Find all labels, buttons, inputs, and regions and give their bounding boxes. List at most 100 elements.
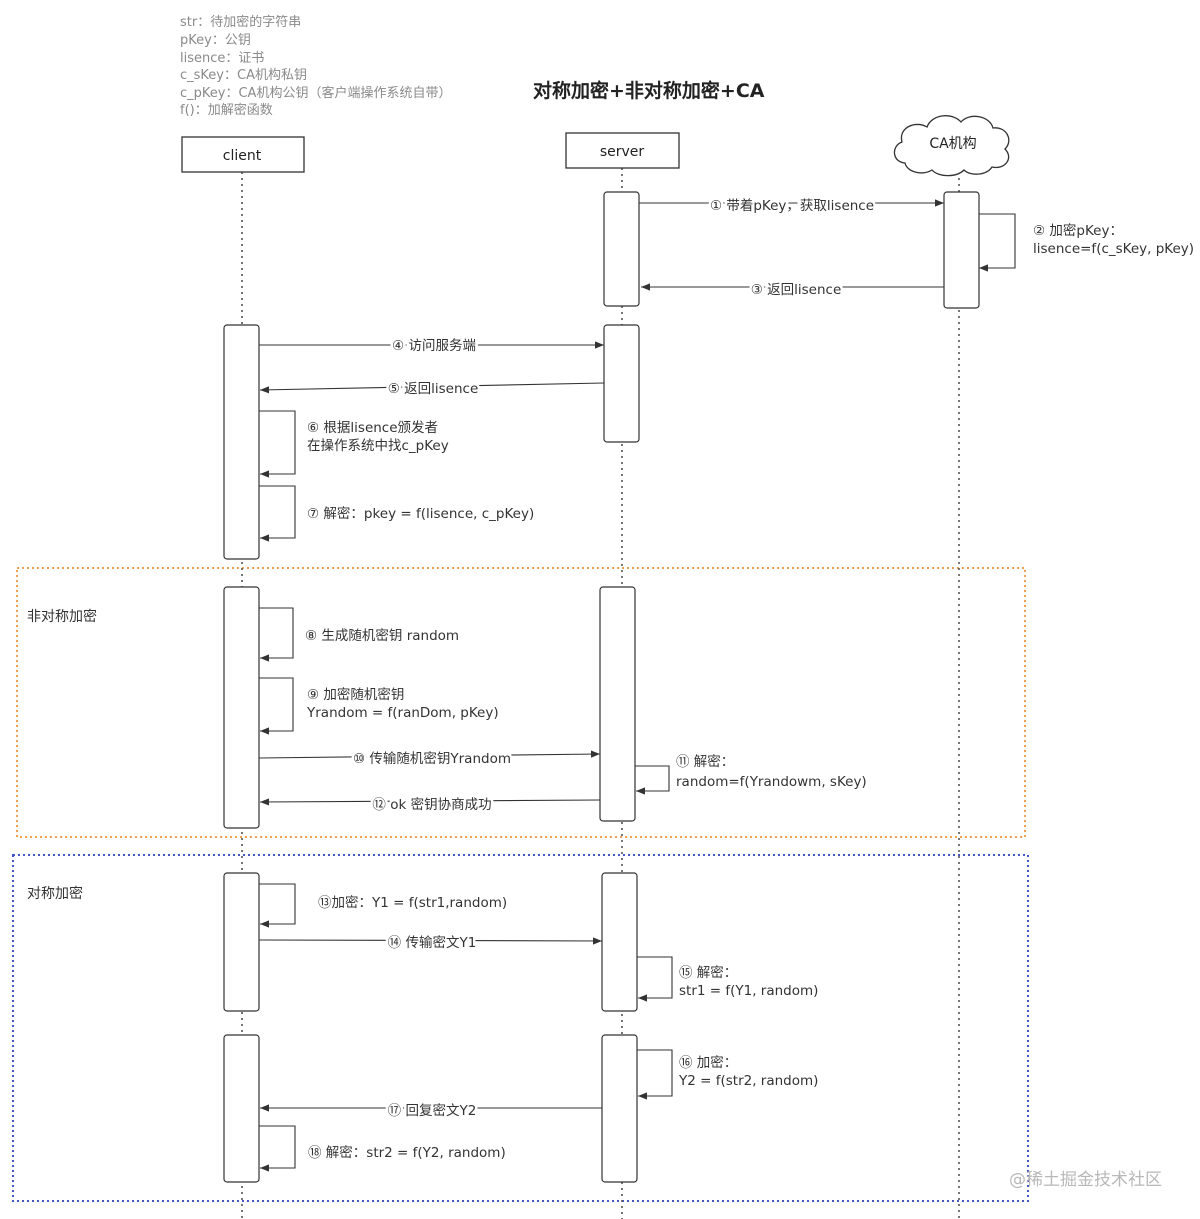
step-13-self-message: ⑬加密：Y1 = f(str1,random) bbox=[259, 883, 507, 928]
step-text: 加密： bbox=[697, 1054, 738, 1071]
step-text: 解密： bbox=[694, 753, 735, 770]
step-number: ⑯ bbox=[679, 1055, 693, 1071]
step-3-message: ③ 返回lisence bbox=[641, 280, 944, 301]
step-15-self-message: ⑮ 解密： str1 = f(Y1, random) bbox=[637, 956, 818, 1002]
svg-text:⑧ 生成随机密钥 random: ⑧ 生成随机密钥 random bbox=[305, 627, 459, 644]
server-activation bbox=[599, 586, 636, 822]
step-text: 解密：pkey = f(lisence, c_pKey) bbox=[323, 505, 534, 522]
step-number: ⑥ bbox=[307, 420, 319, 436]
step-number: ⑮ bbox=[679, 965, 693, 981]
step-10-message: ⑩ 传输随机密钥Yrandom bbox=[258, 748, 601, 770]
svg-text:⑤ 返回lisence: ⑤ 返回lisence bbox=[388, 381, 479, 397]
step-text: 回复密文Y2 bbox=[405, 1102, 476, 1119]
step-8-self-message: ⑧ 生成随机密钥 random bbox=[259, 607, 459, 662]
svg-text:① 带着pKey，获取lisence: ① 带着pKey，获取lisence bbox=[710, 197, 874, 214]
step-17-message: ⑰ 回复密文Y2 bbox=[260, 1100, 602, 1122]
step-text: 加密随机密钥 bbox=[323, 686, 404, 703]
svg-text:③ 返回lisence: ③ 返回lisence bbox=[751, 282, 842, 298]
step-number: ① bbox=[710, 198, 722, 214]
step-text: ok 密钥协商成功 bbox=[390, 796, 491, 813]
svg-text:⑬加密：Y1 = f(str1,random): ⑬加密：Y1 = f(str1,random) bbox=[318, 894, 507, 911]
legend-line: pKey：公钥 bbox=[180, 33, 251, 48]
step-14-message: ⑭ 传输密文Y1 bbox=[258, 932, 603, 954]
svg-text:④ 访问服务端: ④ 访问服务端 bbox=[392, 338, 476, 354]
legend-line: f()：加解密函数 bbox=[180, 102, 273, 118]
client-actor: client bbox=[181, 136, 305, 173]
legend-line: c_sKey：CA机构私钥 bbox=[180, 68, 307, 83]
step-7-self-message: ⑦ 解密：pkey = f(lisence, c_pKey) bbox=[259, 485, 534, 542]
step-5-message: ⑤ 返回lisence bbox=[259, 379, 605, 400]
svg-text:⑥ 根据lisence颁发者: ⑥ 根据lisence颁发者 bbox=[307, 420, 438, 436]
step-text: lisence=f(c_sKey, pKey) bbox=[1033, 241, 1194, 257]
legend-line: str：待加密的字符串 bbox=[180, 14, 301, 30]
legend-line: c_pKey：CA机构公钥（客户端操作系统自带） bbox=[180, 85, 451, 101]
step-number: ④ bbox=[392, 338, 404, 354]
step-number: ⑭ bbox=[388, 935, 402, 951]
svg-text:⑪ 解密：: ⑪ 解密： bbox=[676, 753, 734, 770]
server-activation bbox=[603, 324, 640, 443]
legend-line: lisence：证书 bbox=[180, 51, 264, 66]
server-activation bbox=[603, 191, 640, 307]
step-text: 解密：str2 = f(Y2, random) bbox=[326, 1144, 506, 1161]
step-text: 加密pKey： bbox=[1049, 222, 1123, 239]
step-text: 生成随机密钥 random bbox=[321, 627, 459, 644]
step-text: 访问服务端 bbox=[408, 338, 476, 354]
frame-symmetric-label: 对称加密 bbox=[27, 885, 83, 902]
step-number: ⑩ bbox=[353, 751, 365, 767]
svg-text:② 加密pKey：: ② 加密pKey： bbox=[1033, 222, 1123, 239]
step-11-self-message: ⑪ 解密： random=f(Yrandowm, sKey) bbox=[635, 753, 867, 795]
step-number: ⑤ bbox=[388, 381, 400, 397]
svg-text:⑩ 传输随机密钥Yrandom: ⑩ 传输随机密钥Yrandom bbox=[353, 750, 511, 767]
step-18-self-message: ⑱ 解密：str2 = f(Y2, random) bbox=[259, 1125, 506, 1172]
watermark: @稀土掘金技术社区 bbox=[1009, 1170, 1162, 1190]
step-16-self-message: ⑯ 加密： Y2 = f(str2, random) bbox=[637, 1049, 818, 1100]
client-activation bbox=[223, 586, 260, 829]
step-number: ⑬ bbox=[318, 895, 332, 911]
activation-bars bbox=[223, 191, 980, 1183]
step-number: ⑦ bbox=[307, 506, 319, 522]
ca-actor-label: CA机构 bbox=[929, 136, 976, 152]
client-activation bbox=[223, 1034, 260, 1183]
ca-activation bbox=[943, 191, 980, 309]
step-number: ⑱ bbox=[308, 1145, 322, 1161]
svg-text:⑦ 解密：pkey = f(lisence, c_pKey): ⑦ 解密：pkey = f(lisence, c_pKey) bbox=[307, 505, 534, 522]
client-activation bbox=[223, 872, 260, 1012]
server-actor: server bbox=[565, 132, 680, 169]
svg-text:⑮ 解密：: ⑮ 解密： bbox=[679, 964, 737, 981]
step-9-self-message: ⑨ 加密随机密钥 Yrandom = f(ranDom, pKey) bbox=[259, 677, 499, 735]
step-number: ⑫ bbox=[372, 797, 386, 813]
step-text: 返回lisence bbox=[767, 282, 841, 298]
server-activation bbox=[601, 1034, 638, 1183]
step-2-self-message: ② 加密pKey： lisence=f(c_sKey, pKey) bbox=[979, 213, 1194, 272]
step-text: str1 = f(Y1, random) bbox=[679, 983, 818, 999]
svg-text:⑭ 传输密文Y1: ⑭ 传输密文Y1 bbox=[388, 934, 477, 951]
step-number: ③ bbox=[751, 282, 763, 298]
step-text: Y2 = f(str2, random) bbox=[678, 1073, 818, 1089]
cloud-icon bbox=[893, 115, 1010, 177]
step-text: 根据lisence颁发者 bbox=[323, 420, 438, 436]
step-number: ⑧ bbox=[305, 628, 317, 644]
svg-text:⑨ 加密随机密钥: ⑨ 加密随机密钥 bbox=[307, 686, 404, 703]
step-text: Yrandom = f(ranDom, pKey) bbox=[306, 705, 499, 721]
step-text: 返回lisence bbox=[404, 381, 478, 397]
frame-asymmetric bbox=[16, 567, 1026, 838]
step-text: random=f(Yrandowm, sKey) bbox=[676, 774, 867, 790]
svg-text:⑰ 回复密文Y2: ⑰ 回复密文Y2 bbox=[388, 1102, 477, 1119]
svg-text:⑫ ok 密钥协商成功: ⑫ ok 密钥协商成功 bbox=[372, 796, 491, 813]
step-number: ② bbox=[1033, 223, 1045, 239]
step-4-message: ④ 访问服务端 bbox=[259, 336, 604, 357]
step-1-message: ① 带着pKey，获取lisence bbox=[639, 195, 944, 217]
step-text: 加密：Y1 = f(str1,random) bbox=[332, 894, 508, 911]
step-6-self-message: ⑥ 根据lisence颁发者 在操作系统中找c_pKey bbox=[259, 410, 449, 478]
step-text: 解密： bbox=[697, 964, 738, 981]
server-actor-label: server bbox=[600, 144, 645, 160]
step-text: 传输随机密钥Yrandom bbox=[369, 750, 511, 767]
server-activation bbox=[601, 872, 638, 1012]
svg-text:⑯ 加密：: ⑯ 加密： bbox=[679, 1054, 737, 1071]
client-actor-label: client bbox=[223, 148, 262, 164]
step-text: 带着pKey，获取lisence bbox=[726, 197, 874, 214]
step-text: 传输密文Y1 bbox=[405, 934, 476, 951]
client-activation bbox=[223, 324, 260, 560]
step-number: ⑨ bbox=[307, 687, 319, 703]
